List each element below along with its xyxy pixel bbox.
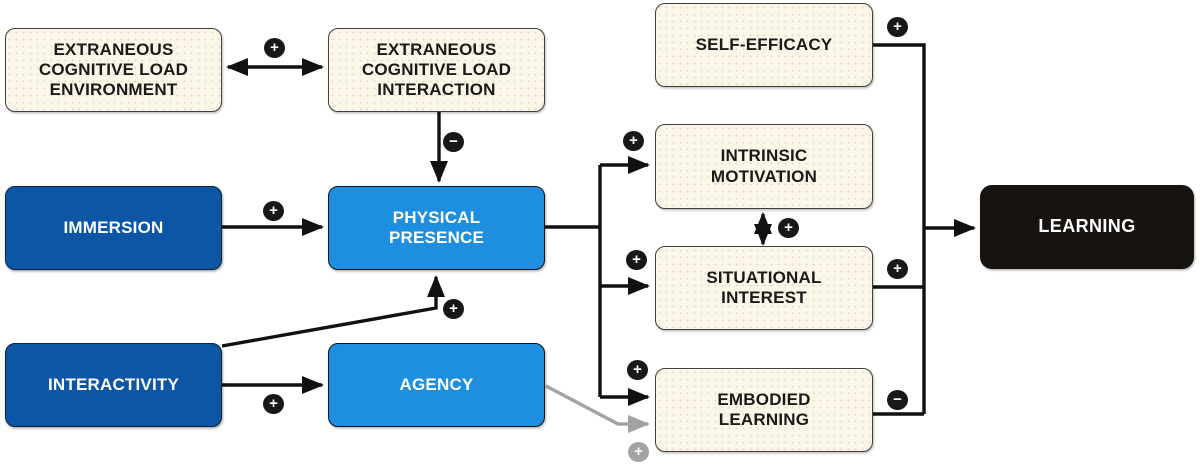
- badge-interactivity-presence-sign: +: [443, 299, 464, 319]
- badge-intrinsic-situational-sign: +: [778, 218, 799, 238]
- node-extraneous-cognitive-load-interaction: EXTRANEOUS COGNITIVE LOAD INTERACTION: [328, 28, 545, 112]
- badge-immersion-presence-sign: +: [263, 201, 284, 221]
- badge-agency-embodied-sign: +: [628, 442, 649, 462]
- node-extraneous-cognitive-load-environment: EXTRANEOUS COGNITIVE LOAD ENVIRONMENT: [5, 28, 222, 112]
- node-intrinsic-motivation: INTRINSIC MOTIVATION: [655, 124, 873, 209]
- edge-selfefficacy-rail-line: [873, 43, 926, 414]
- node-physical-presence: PHYSICAL PRESENCE: [328, 186, 545, 270]
- badge-presence-intrinsic-sign: +: [623, 131, 644, 151]
- badge-presence-embodied-sign: +: [627, 360, 648, 380]
- node-interactivity: INTERACTIVITY: [5, 343, 222, 427]
- node-learning: LEARNING: [980, 185, 1194, 269]
- badge-interactivity-agency-sign: +: [263, 394, 284, 414]
- edge-presence-trunk-line: [545, 165, 602, 397]
- badge-presence-situational-sign: +: [626, 250, 647, 270]
- badge-ecli-presence-sign: −: [443, 132, 464, 152]
- badge-selfefficacy-learning-sign: +: [887, 17, 908, 37]
- node-immersion: IMMERSION: [5, 186, 222, 270]
- edge-interactivity-presence-line: [221, 275, 445, 348]
- node-embodied-learning: EMBODIED LEARNING: [655, 368, 873, 452]
- badge-ecle-ecli-sign: +: [264, 38, 285, 58]
- edge-agency-embodied-line: [545, 384, 650, 433]
- node-agency: AGENCY: [328, 343, 545, 427]
- badge-embodied-learning-sign: −: [887, 390, 908, 410]
- badge-situational-learning-sign: +: [887, 259, 908, 279]
- node-self-efficacy: SELF-EFFICACY: [655, 3, 873, 87]
- node-situational-interest: SITUATIONAL INTEREST: [655, 246, 873, 330]
